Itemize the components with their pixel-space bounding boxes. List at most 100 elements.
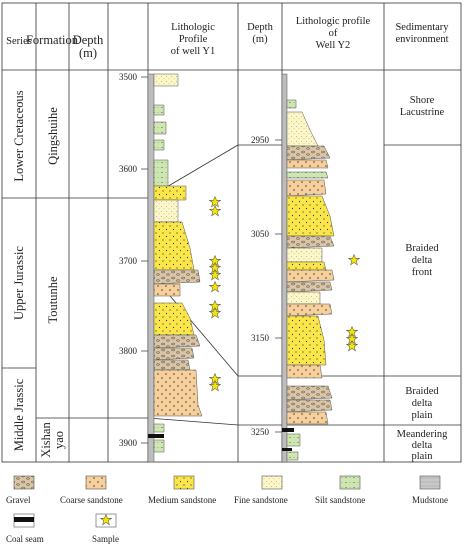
legend-fine: Fine sandstone: [234, 475, 288, 505]
y2-depth-label: 3250: [251, 427, 270, 437]
y2-coarse-bed: [286, 303, 333, 317]
header-depth2-line2: (m): [252, 34, 268, 45]
env-mdp-line2: delta: [412, 440, 433, 451]
y2-gravel-bed: [286, 399, 333, 413]
y2-depth-label: 3150: [251, 333, 270, 343]
y2-depth-label: 3050: [251, 229, 270, 239]
sample-star-icon: [209, 269, 221, 281]
env-mdp-line3: plain: [412, 451, 434, 462]
header-depth2-line1: Depth: [247, 22, 273, 33]
y1-gravel-bed: [153, 269, 201, 285]
y2-coarse-bed: [286, 364, 323, 379]
sample-star-icon: [209, 281, 221, 293]
y1-medium-bed: [153, 185, 187, 201]
legend-medium: Medium sandstone: [148, 475, 216, 505]
y2-coal-seam: [282, 428, 294, 432]
table-frame: [1, 2, 462, 463]
header-y1-line3: of well Y1: [171, 46, 216, 57]
y2-depth-axis: 2950 3050 3150 3250: [251, 135, 282, 437]
legend-silt: Silt sandstone: [315, 475, 365, 505]
y1-silt-bed: [153, 139, 165, 151]
legend-coal: Coal seam: [6, 513, 44, 544]
env-bdf-line3: front: [412, 267, 432, 278]
env-bdp-line2: delta: [412, 398, 433, 409]
header-y2-line2: of: [329, 28, 338, 39]
y1-samples: [209, 196, 221, 392]
y1-depth-axis: 3500 3600 3700 3800 3900: [119, 72, 148, 448]
legend-mudstone: Mudstone: [412, 475, 448, 505]
env-bdf-line2: delta: [412, 255, 433, 266]
y2-silt-bed: [286, 451, 299, 461]
legend: Gravel Coarse sandstone Medium sandstone…: [6, 475, 448, 544]
y1-medium-bed: [153, 302, 195, 336]
y2-silt-bed: [286, 433, 301, 447]
env-mdp-line1: Meandering: [397, 429, 448, 440]
formation-xishanyao-line1: Xishan: [39, 422, 53, 458]
sample-star-icon: [209, 205, 221, 217]
y1-depth-label: 3800: [119, 346, 138, 356]
legend-silt-label: Silt sandstone: [315, 495, 365, 505]
y1-depth-label: 3900: [119, 438, 138, 448]
y2-medium-bed: [286, 261, 327, 271]
y1-silt-bed: [153, 104, 165, 116]
formation-qingshuihe: Qingshuihe: [46, 107, 60, 165]
y1-silt-bed: [153, 423, 165, 433]
y2-coarse-bed: [286, 411, 329, 425]
legend-mudstone-label: Mudstone: [412, 495, 448, 505]
env-bdp-line3: plain: [412, 410, 434, 421]
formation-toutunhe: Toutunhe: [46, 276, 60, 323]
y2-gravel-bed: [286, 281, 333, 293]
y2-gravel-bed: [286, 235, 335, 249]
well-y2-column: [281, 73, 335, 463]
legend-medium-label: Medium sandstone: [148, 495, 216, 505]
formation-xishanyao-line2: yao: [52, 431, 66, 449]
series-middle-jurassic: Middle Jrassic: [12, 378, 26, 451]
y1-fine-bed: [153, 199, 179, 223]
header-env-line2: environment: [395, 34, 448, 45]
header-formation: Formation: [26, 33, 79, 47]
env-bdf-line1: Braided: [405, 243, 439, 254]
env-shore-line1: Shore: [410, 95, 435, 106]
sample-star-icon: [209, 380, 221, 392]
y2-gravel-bed: [286, 145, 331, 161]
y1-silt-bed: [153, 159, 169, 187]
y2-silt-bed: [286, 171, 329, 179]
y1-coarse-bed: [153, 369, 203, 417]
y2-fine-bed: [286, 291, 321, 305]
series-upper-jurassic: Upper Jurassic: [12, 246, 26, 320]
series-lower-cretaceous: Lower Cretaceous: [12, 90, 26, 181]
y2-medium-bed: [286, 315, 327, 366]
env-bdp-line1: Braided: [405, 386, 439, 397]
y2-coarse-bed: [286, 179, 327, 197]
y1-fine-bed: [153, 73, 179, 87]
legend-coarse: Coarse sandstone: [60, 475, 123, 505]
legend-coarse-label: Coarse sandstone: [60, 495, 123, 505]
y2-depth-label: 2950: [251, 135, 270, 145]
well-y1-column: [147, 73, 203, 463]
y1-silt-bed: [153, 121, 167, 135]
y2-silt-bed: [286, 99, 297, 109]
legend-gravel-label: Gravel: [6, 495, 31, 505]
y2-fine-bed: [286, 247, 323, 263]
sample-star-icon: [348, 254, 360, 266]
y1-silt-bed: [153, 439, 165, 453]
y2-coarse-bed: [286, 159, 329, 169]
y2-medium-bed: [286, 195, 335, 237]
legend-sample-label: Sample: [92, 534, 119, 544]
y1-depth-label: 3500: [119, 72, 138, 82]
sample-star-icon: [209, 307, 221, 319]
header-y1-line1: Lithologic: [171, 22, 215, 33]
env-shore-line2: Lacustrine: [400, 107, 445, 118]
y1-coal-seam: [148, 434, 164, 438]
y1-medium-bed: [153, 221, 195, 271]
header-y2-line1: Lithologic profile: [296, 16, 371, 27]
y2-samples: [346, 254, 360, 352]
y2-coarse-bed: [286, 269, 335, 283]
y2-coal-seam: [282, 448, 292, 451]
y2-fine-bed: [286, 111, 319, 147]
y1-mud-baseline: [147, 73, 155, 463]
y1-gravel-bed: [153, 334, 201, 349]
header-depth-line2: (m): [79, 46, 97, 60]
y1-gravel-bed: [153, 347, 195, 361]
